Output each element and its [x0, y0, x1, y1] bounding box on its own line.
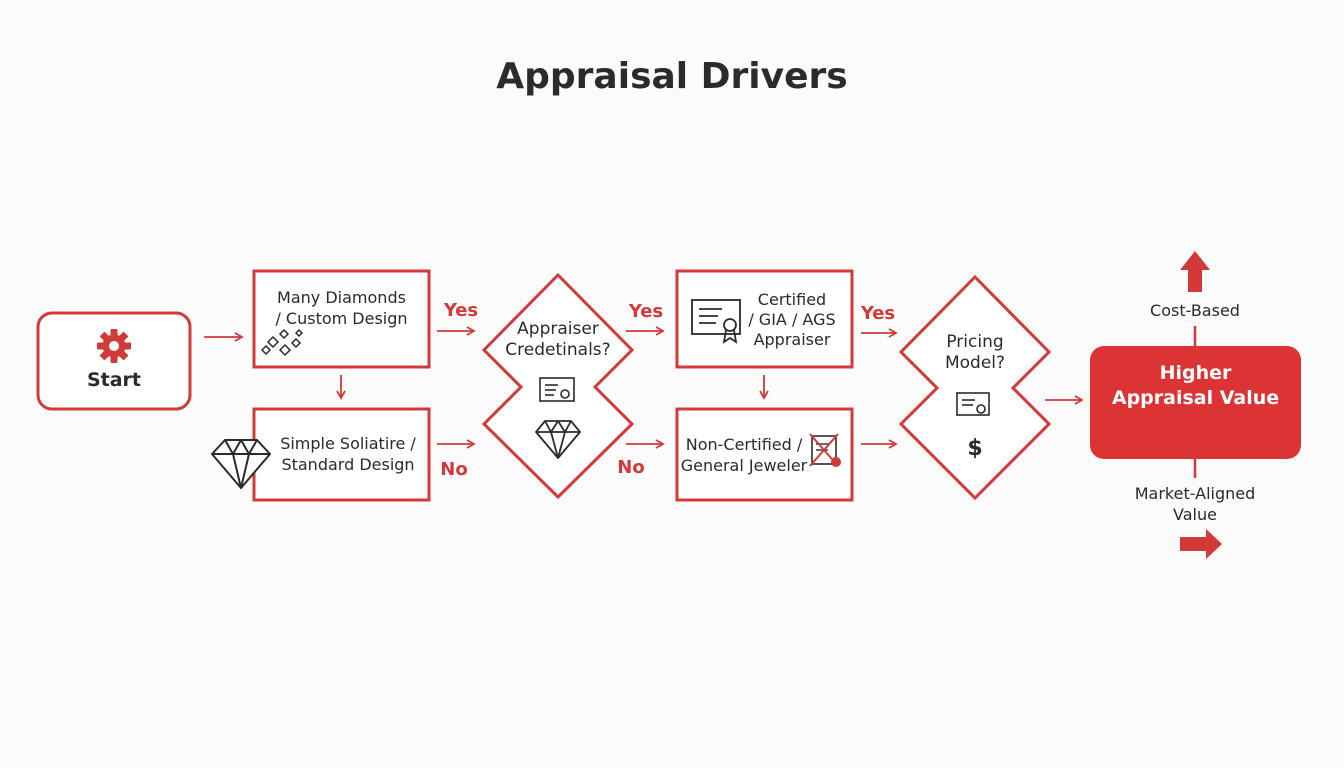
simple-solitaire-label: Simple Soliatire / Standard Design: [280, 434, 416, 474]
pricing-model-decision: [898, 274, 1052, 501]
small-diamonds-icon: [260, 328, 304, 357]
flow-arrows: [204, 326, 1084, 449]
appraiser-credentials-label: Appraiser Credetinals?: [505, 319, 611, 360]
higher-appraisal-value-node: [1090, 346, 1301, 459]
edge-label-no: No: [617, 457, 645, 478]
certificate-icon: [956, 392, 990, 416]
arrow-up-icon: [1180, 251, 1210, 292]
arrow-right-icon: [1180, 529, 1222, 559]
non-certified-label: Non-Certified / General Jeweler: [680, 435, 808, 475]
edge-label-yes: Yes: [860, 303, 896, 324]
higher-appraisal-value-label: Higher Appraisal Value: [1111, 362, 1280, 409]
edge-label-yes: Yes: [443, 300, 479, 321]
market-aligned-label: Market-Aligned Value: [1134, 484, 1256, 524]
diamond-icon: [211, 439, 271, 489]
simple-solitaire-node: [252, 407, 431, 502]
many-diamonds-node: [252, 269, 431, 369]
certificate-icon: [691, 299, 741, 344]
diamond-icon: [535, 420, 581, 459]
certified-node: [675, 269, 854, 369]
start-label: Start: [86, 369, 142, 391]
dollar-icon: $: [967, 436, 983, 461]
pricing-model-label: Pricing Model?: [944, 332, 1006, 373]
certificate-icon: [539, 377, 575, 402]
crossed-certificate-icon: [809, 433, 841, 467]
non-certified-node: [675, 407, 854, 502]
edge-label-no: No: [440, 459, 468, 480]
page-title: Appraisal Drivers: [496, 56, 848, 97]
many-diamonds-label: Many Diamonds / Custom Design: [275, 288, 408, 328]
certified-label: Certified / GIA / AGS Appraiser: [748, 290, 836, 349]
cost-based-label: Cost-Based: [1150, 301, 1240, 320]
gear-icon: [97, 329, 131, 363]
edge-label-yes: Yes: [628, 301, 664, 322]
appraiser-credentials-decision: [481, 272, 635, 500]
